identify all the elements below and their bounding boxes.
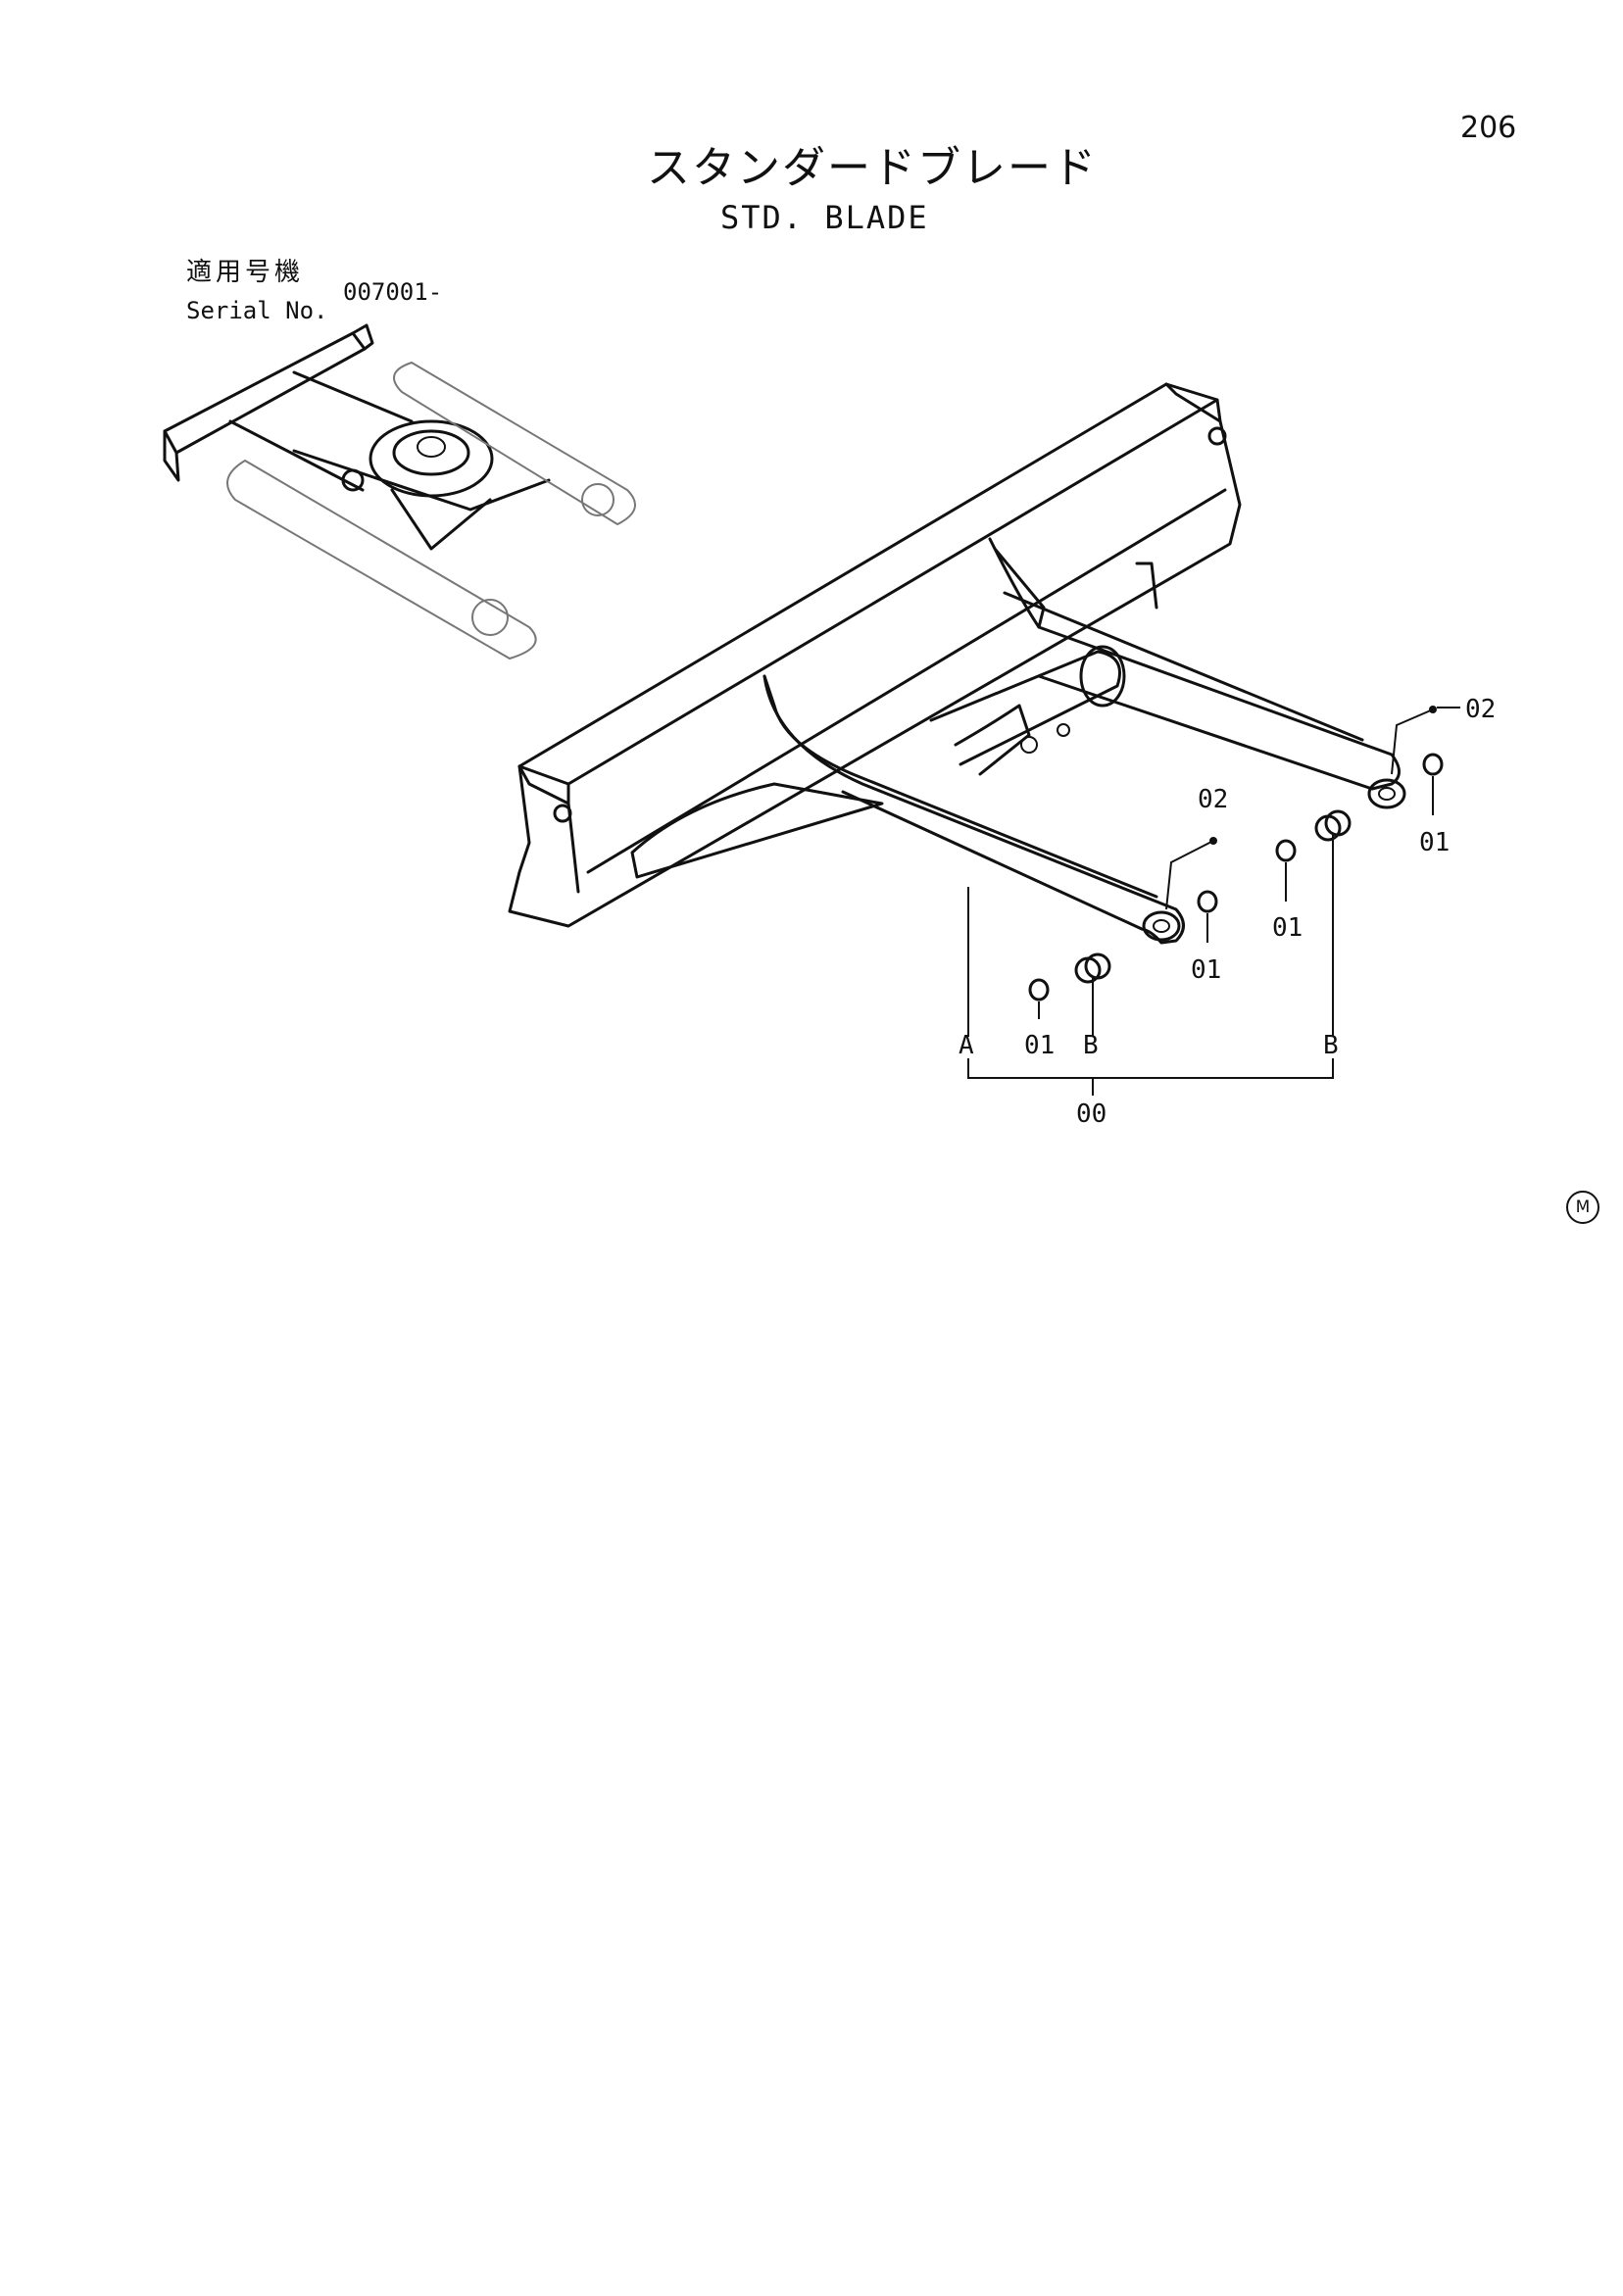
callout-group-b-left: B [1083, 1031, 1099, 1060]
callout-01-left-inner: 01 [1191, 955, 1221, 985]
callout-01-left-outer: 01 [1024, 1031, 1055, 1060]
callout-01-right-inner: 01 [1419, 828, 1450, 857]
callout-00-assembly: 00 [1076, 1099, 1107, 1129]
callout-02-right: 02 [1465, 695, 1496, 724]
callout-01-right-outer: 01 [1272, 913, 1303, 943]
seal-ring-left-inner [1197, 890, 1218, 913]
page-number: 206 [1460, 111, 1517, 145]
machine-overview-illustration [163, 323, 636, 660]
page-title-english: STD. BLADE [720, 199, 929, 236]
leader-lines [967, 707, 1460, 1096]
page-title-japanese: スタンダードブレード [647, 143, 1098, 193]
callout-02-left: 02 [1198, 785, 1228, 814]
bushing-left [1074, 953, 1111, 984]
callout-group-a: A [959, 1031, 974, 1060]
serial-label-japanese: 適用号機 [186, 258, 305, 287]
seal-ring-left-outer [1028, 978, 1050, 1001]
seal-ring-right-outer [1275, 839, 1297, 862]
bushing-right [1314, 809, 1352, 842]
seal-ring-right-inner [1422, 753, 1444, 776]
m-mark-symbol: M [1566, 1191, 1599, 1224]
serial-number-value: 007001- [343, 278, 443, 306]
serial-label-english: Serial No. [186, 297, 328, 324]
callout-group-b-right: B [1323, 1031, 1339, 1060]
blade-assembly [508, 382, 1406, 945]
